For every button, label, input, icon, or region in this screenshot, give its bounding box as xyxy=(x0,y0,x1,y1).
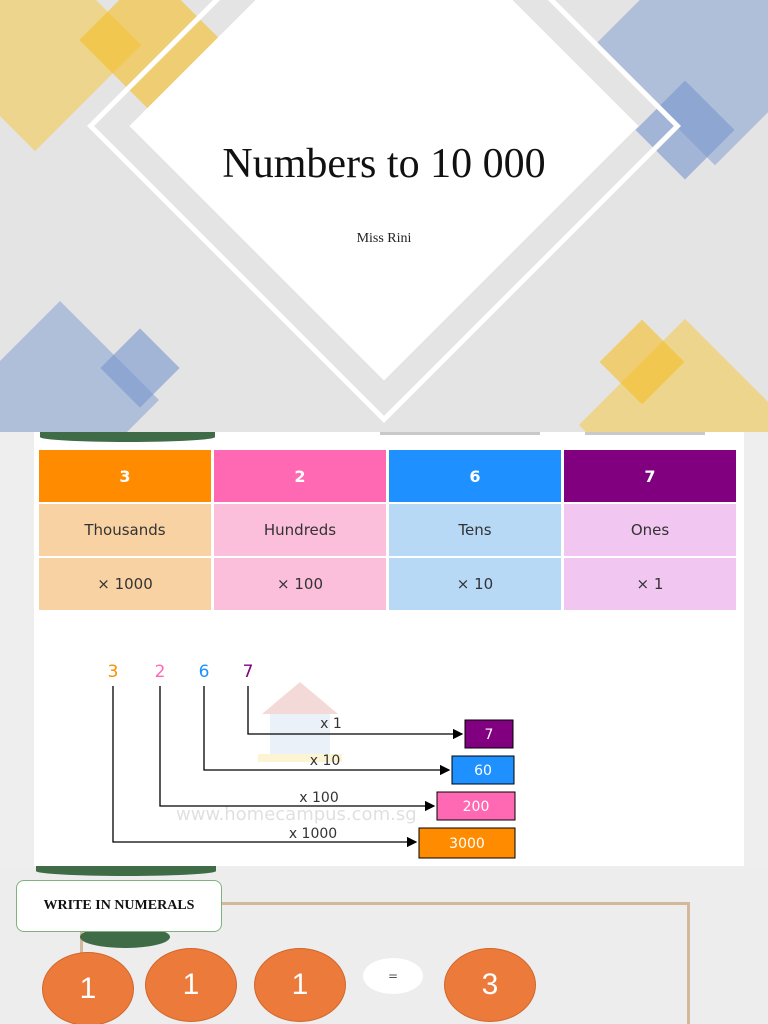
multiplier-cell-thousands: × 1000 xyxy=(39,558,211,610)
table-row-places: Thousands Hundreds Tens Ones xyxy=(39,504,736,556)
slide-author: Miss Rini xyxy=(356,231,412,246)
multiplier-label-thousands: x 1000 xyxy=(289,826,337,842)
result-box-thousands xyxy=(418,827,516,859)
expansion-diagram: www.homecampus.com.sg 3 2 6 7 x 1 x 10 x… xyxy=(108,662,516,859)
place-cell-tens: Tens xyxy=(389,504,561,556)
connector-ones xyxy=(247,686,464,740)
result-box-hundreds xyxy=(436,791,516,821)
multiplier-label-tens: x 10 xyxy=(310,753,341,769)
write-numerals-slide: WRITE IN NUMERALS 1 1 1 = 3 xyxy=(0,866,768,1024)
result-box-tens xyxy=(451,755,515,785)
place-value-slide: 3 2 6 7 Thousands Hundreds Tens Ones × 1… xyxy=(0,432,768,866)
connector-tens xyxy=(203,686,451,776)
equals-sign: = xyxy=(363,958,423,994)
table-row-digits: 3 2 6 7 xyxy=(39,450,736,502)
connector-hundreds xyxy=(159,686,436,812)
leaf-decoration xyxy=(36,866,216,876)
multiplier-cell-hundreds: × 100 xyxy=(214,558,386,610)
number-oval-tens[interactable]: 1 xyxy=(254,948,346,1022)
place-value-table: 3 2 6 7 Thousands Hundreds Tens Ones × 1… xyxy=(36,448,739,612)
table-row-multipliers: × 1000 × 100 × 10 × 1 xyxy=(39,558,736,610)
place-cell-ones: Ones xyxy=(564,504,736,556)
slide-title: Numbers to 10 000 xyxy=(222,141,546,187)
leaf-decoration xyxy=(40,432,215,442)
diagram-digit-hundreds: 2 xyxy=(155,662,166,682)
multiplier-label-hundreds: x 100 xyxy=(299,790,338,806)
result-value-thousands: 3000 xyxy=(449,836,485,852)
digit-cell-thousands: 3 xyxy=(39,450,211,502)
answer-oval[interactable]: 3 xyxy=(444,948,536,1022)
result-box-ones xyxy=(464,719,514,749)
result-value-hundreds: 200 xyxy=(463,799,490,815)
connector-thousands xyxy=(112,686,418,848)
place-cell-thousands: Thousands xyxy=(39,504,211,556)
write-in-numerals-label: WRITE IN NUMERALS xyxy=(16,880,222,932)
decor-yellow-square xyxy=(578,318,768,432)
leaf-decoration xyxy=(380,432,540,435)
diagram-digit-ones: 7 xyxy=(243,662,254,682)
title-diamond xyxy=(129,0,639,381)
place-cell-hundreds: Hundreds xyxy=(214,504,386,556)
multiplier-label-ones: x 1 xyxy=(320,716,342,732)
title-slide: Numbers to 10 000 Miss Rini xyxy=(0,0,768,432)
result-value-tens: 60 xyxy=(474,763,492,779)
diagram-digit-tens: 6 xyxy=(199,662,210,682)
number-oval-hundreds[interactable]: 1 xyxy=(145,948,237,1022)
digit-cell-hundreds: 2 xyxy=(214,450,386,502)
result-value-ones: 7 xyxy=(485,727,494,743)
diagram-digit-thousands: 3 xyxy=(108,662,119,682)
multiplier-cell-ones: × 1 xyxy=(564,558,736,610)
watermark-text: www.homecampus.com.sg xyxy=(176,804,417,825)
number-oval-thousands[interactable]: 1 xyxy=(42,952,134,1024)
digit-cell-tens: 6 xyxy=(389,450,561,502)
digit-cell-ones: 7 xyxy=(564,450,736,502)
leaf-decoration xyxy=(585,432,705,435)
multiplier-cell-tens: × 10 xyxy=(389,558,561,610)
